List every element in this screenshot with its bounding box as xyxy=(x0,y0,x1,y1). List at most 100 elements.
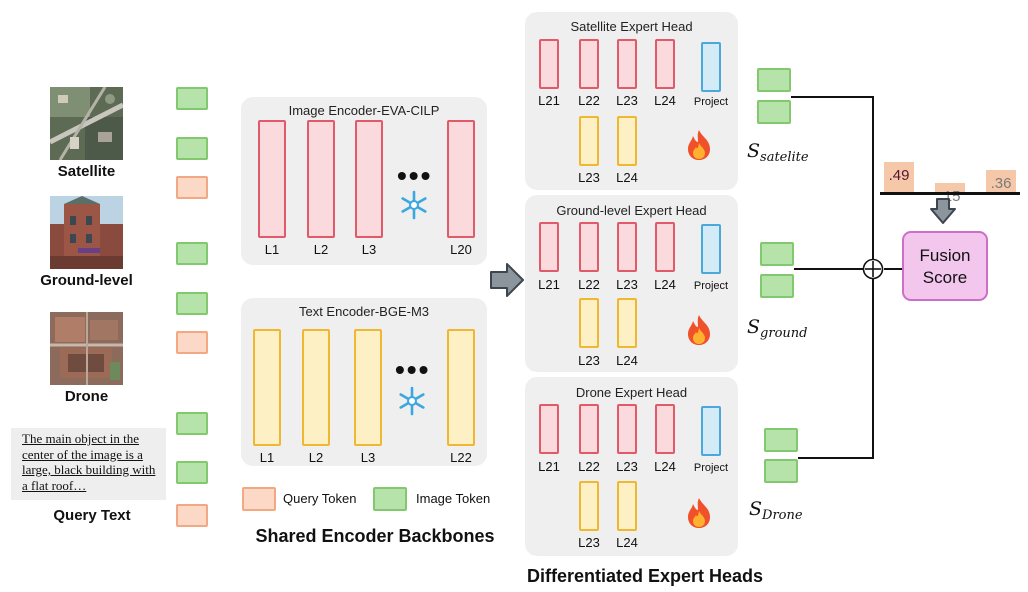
text-layer xyxy=(354,329,382,446)
ground-level-label: Ground-level xyxy=(40,272,133,289)
text-encoder-title: Text Encoder-BGE-M3 xyxy=(298,304,430,319)
connector-line xyxy=(791,96,873,98)
arrow-down-icon xyxy=(930,198,956,224)
head-layer xyxy=(539,39,559,89)
text-layer-label: L1 xyxy=(259,450,275,465)
image-token xyxy=(176,412,208,435)
text-layer-label: L22 xyxy=(450,450,472,465)
legend-query-label: Query Token xyxy=(283,491,357,506)
head-layer xyxy=(579,222,599,272)
drone-image xyxy=(50,312,123,385)
head-layer xyxy=(579,404,599,454)
image-token xyxy=(176,461,208,484)
query-token xyxy=(176,176,208,199)
image-layer xyxy=(447,120,475,238)
head-title: Ground-level Expert Head xyxy=(556,203,707,218)
head-output-token xyxy=(760,274,794,298)
text-layer-label: L2 xyxy=(308,450,324,465)
head-layer-label: L22 xyxy=(578,459,600,474)
fusion-score-box xyxy=(902,231,988,301)
project-label: Project xyxy=(693,280,729,292)
head-layer-label: L24 xyxy=(654,459,676,474)
head-layer xyxy=(655,39,675,89)
query-text-box xyxy=(11,428,166,500)
text-layer-label: L3 xyxy=(360,450,376,465)
weight-bar-1 xyxy=(935,183,965,193)
head-output-token xyxy=(760,242,794,266)
fire-icon xyxy=(688,315,710,345)
head-output-token xyxy=(764,459,798,483)
text-layer xyxy=(253,329,281,446)
head-output-token xyxy=(764,428,798,452)
weight-bar-2 xyxy=(986,170,1016,193)
connector-line xyxy=(884,268,902,270)
image-layer xyxy=(355,120,383,238)
head-trainable-layer xyxy=(617,298,637,348)
image-layer-label: L3 xyxy=(361,242,377,257)
fire-icon xyxy=(688,130,710,160)
head-layer xyxy=(579,39,599,89)
head-trainable-layer xyxy=(617,481,637,531)
head-layer-label: L21 xyxy=(538,93,560,108)
head-trainable-layer xyxy=(579,116,599,166)
head-layer-label: L24 xyxy=(616,535,638,550)
ellipsis-dots: ••• xyxy=(397,160,433,191)
head-output-token xyxy=(757,68,791,92)
head-layer-label: L23 xyxy=(616,277,638,292)
fusion-label-line2: Score xyxy=(922,268,968,287)
satellite-label: Satellite xyxy=(57,163,116,180)
satellite-image xyxy=(50,87,123,160)
image-layer-label: L2 xyxy=(313,242,329,257)
head-output-token xyxy=(757,100,791,124)
image-layer-label: L20 xyxy=(450,242,472,257)
ground-level-image xyxy=(50,196,123,269)
circle-plus-icon xyxy=(862,258,884,280)
head-trainable-layer xyxy=(579,298,599,348)
head-layer xyxy=(617,222,637,272)
image-token xyxy=(176,242,208,265)
query-token xyxy=(176,331,208,354)
shared-section-title: Shared Encoder Backbones xyxy=(255,526,495,546)
image-token xyxy=(176,87,208,110)
legend-query-swatch xyxy=(242,487,276,511)
fire-icon xyxy=(688,498,710,528)
project-layer xyxy=(701,406,721,456)
image-encoder-title: Image Encoder-EVA-CILP xyxy=(288,103,440,118)
weight-label-2: .36 xyxy=(990,175,1012,192)
query-token xyxy=(176,504,208,527)
legend-image-label: Image Token xyxy=(416,491,491,506)
head-layer-label: L24 xyxy=(654,93,676,108)
project-layer xyxy=(701,224,721,274)
weight-bar-0 xyxy=(884,162,914,193)
head-layer-label: L23 xyxy=(616,459,638,474)
head-trainable-layer xyxy=(579,481,599,531)
image-layer xyxy=(307,120,335,238)
query-text-label: Query Text xyxy=(53,507,131,524)
head-layer-label: L21 xyxy=(538,459,560,474)
head-layer-label: L22 xyxy=(578,93,600,108)
project-label: Project xyxy=(693,96,729,108)
image-token xyxy=(176,292,208,315)
head-layer-label: L23 xyxy=(616,93,638,108)
head-layer xyxy=(655,404,675,454)
head-layer-label: L24 xyxy=(654,277,676,292)
image-layer xyxy=(258,120,286,238)
weight-bar-chart: .49 .15 .36 xyxy=(880,125,1020,205)
head-layer-label: L22 xyxy=(578,277,600,292)
ellipsis-dots: ••• xyxy=(395,354,431,385)
image-token xyxy=(176,137,208,160)
text-layer xyxy=(447,329,475,446)
head-layer-label: L23 xyxy=(578,535,600,550)
head-title: Drone Expert Head xyxy=(575,385,688,400)
project-label: Project xyxy=(693,462,729,474)
satellite-score-label: Ssatelite xyxy=(747,140,809,165)
head-layer xyxy=(539,222,559,272)
head-layer-label: L21 xyxy=(538,277,560,292)
head-layer-label: L23 xyxy=(578,353,600,368)
legend-image-swatch xyxy=(373,487,407,511)
head-layer xyxy=(655,222,675,272)
head-layer-label: L23 xyxy=(578,170,600,185)
heads-section-title: Differentiated Expert Heads xyxy=(526,566,764,586)
weight-label-0: .49 xyxy=(888,167,910,184)
connector-line xyxy=(794,268,863,270)
